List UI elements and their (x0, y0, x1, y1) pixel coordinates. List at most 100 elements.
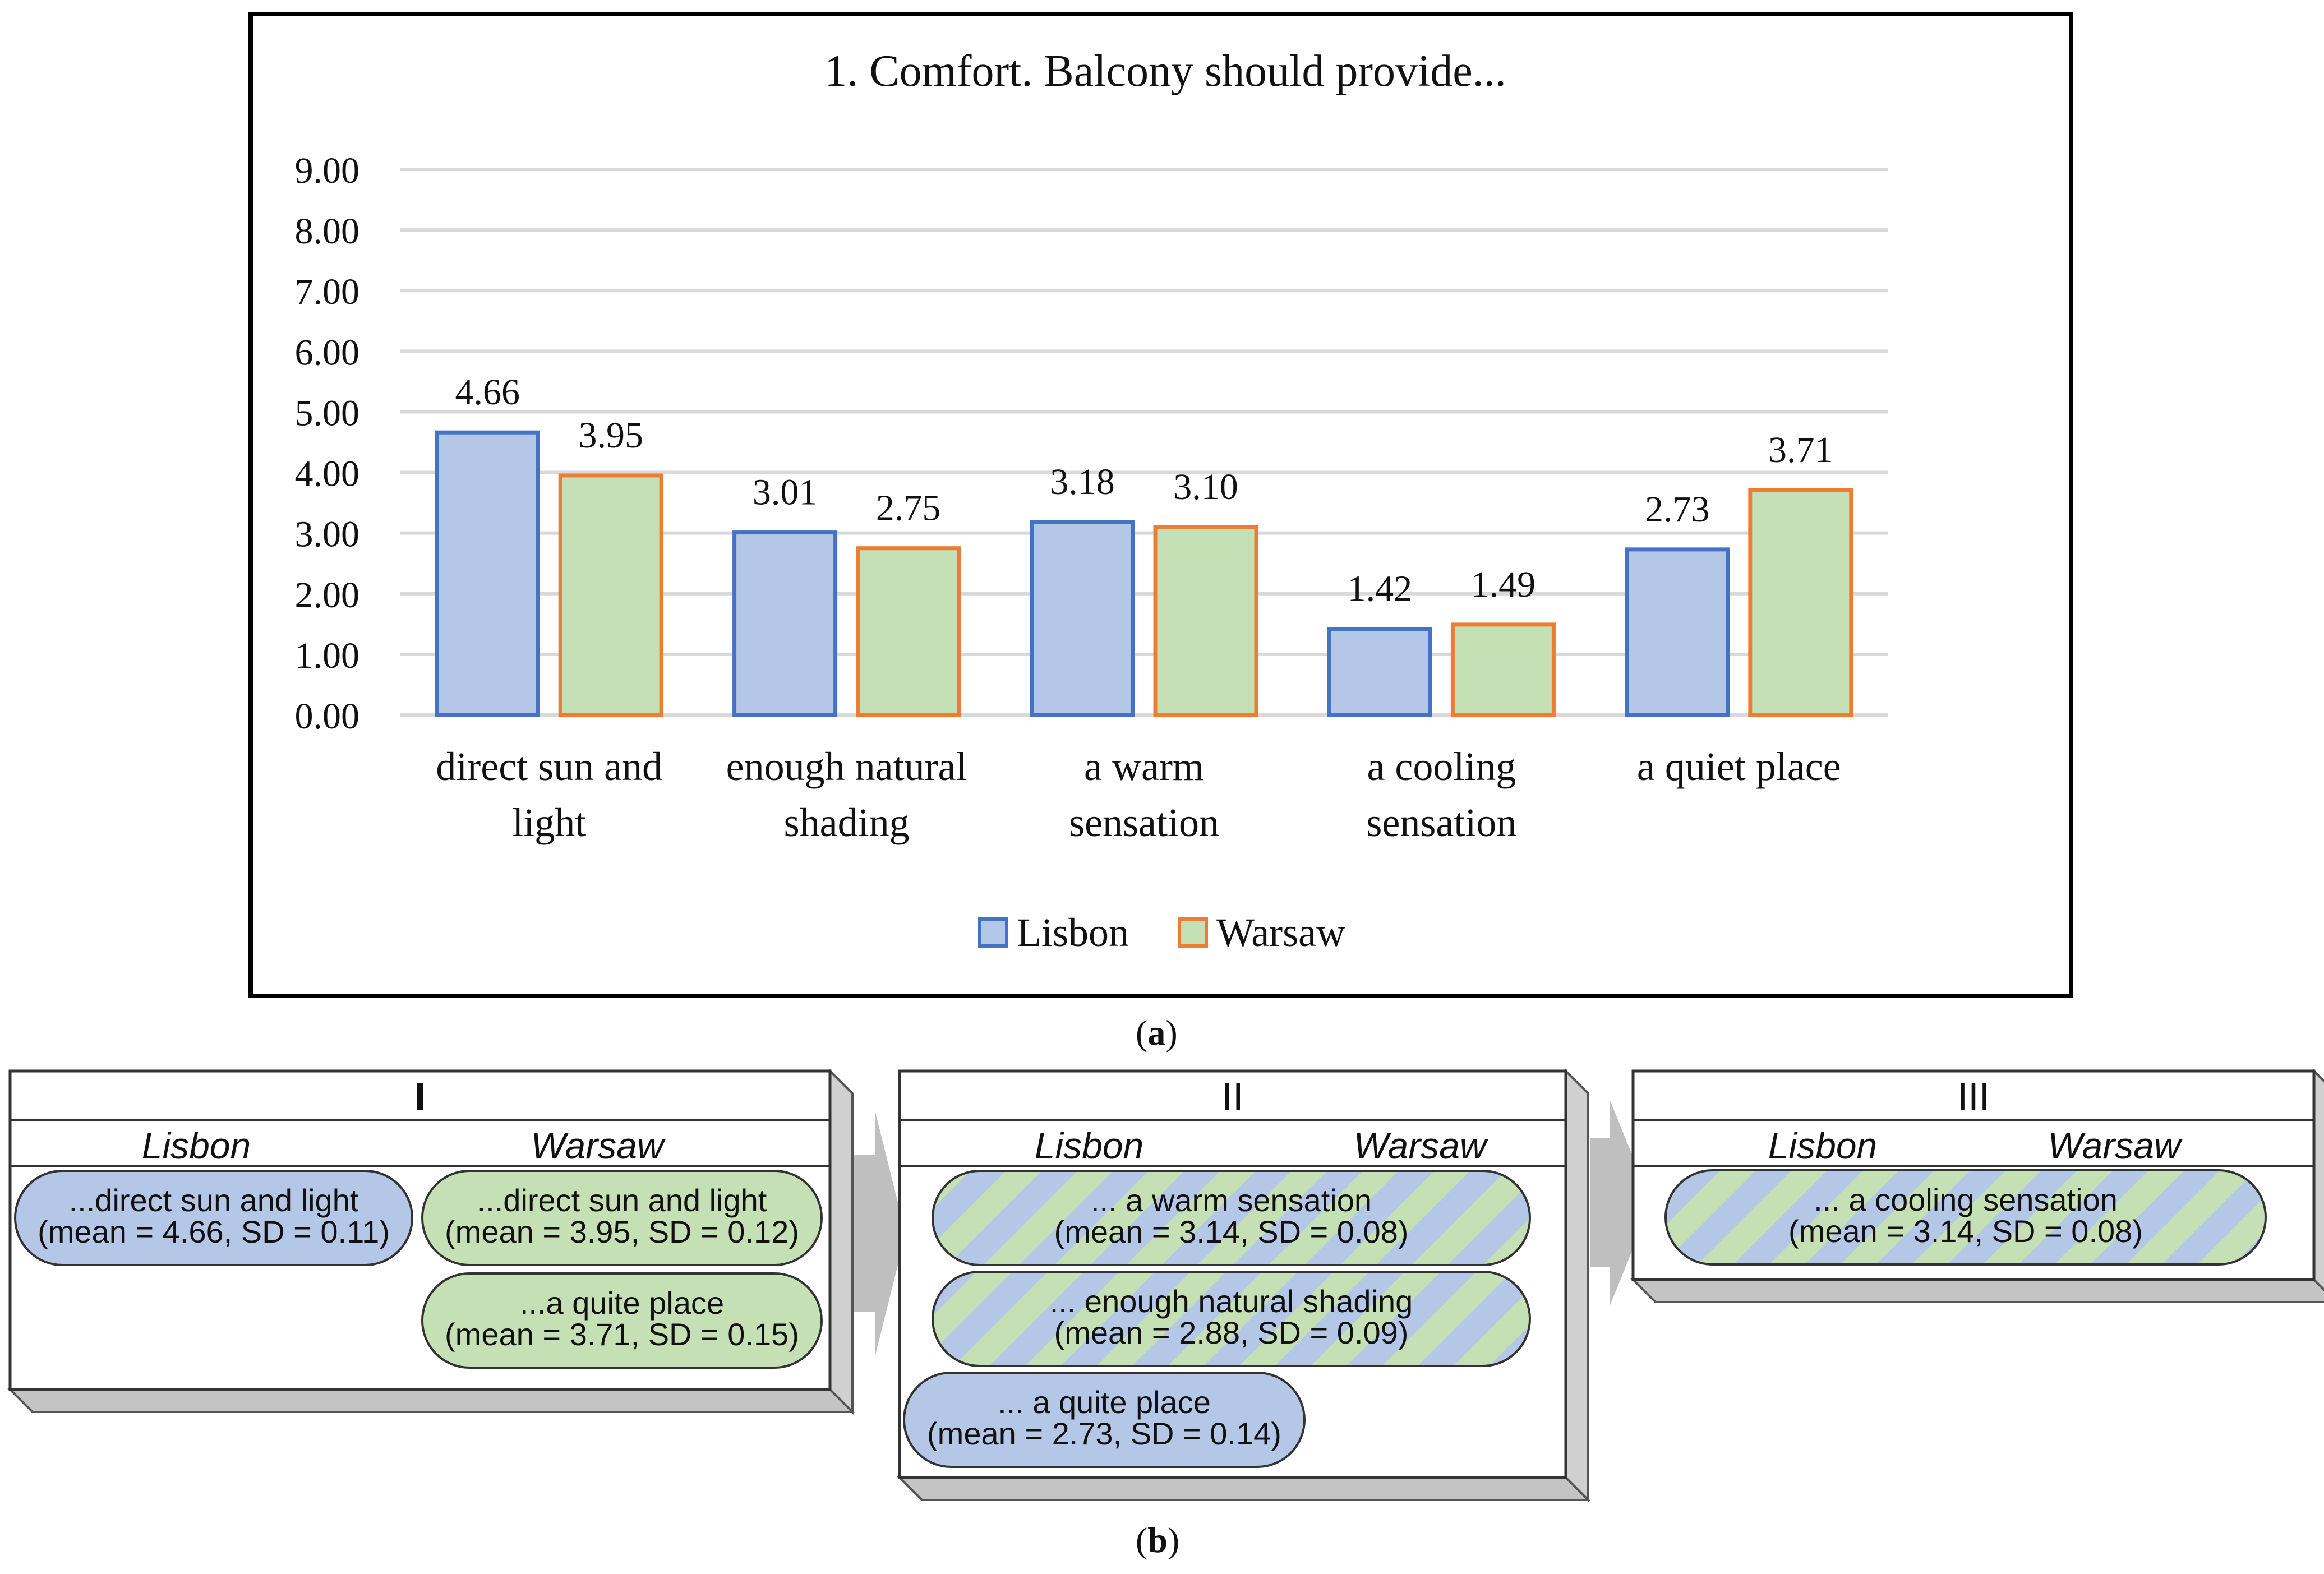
caption-close-paren: ) (1167, 1520, 1180, 1560)
pill-shape (903, 1372, 1306, 1468)
legend-label: Lisbon (1017, 910, 1129, 955)
bar-warsaw (1748, 488, 1853, 717)
box-bottom (7, 1388, 855, 1413)
x-category-label: a warm (1084, 744, 1204, 789)
caption-close-paren: ) (1165, 1013, 1178, 1053)
y-axis-tick-labels: 0.00 1.00 2.00 3.00 4.00 5.00 6.00 7.00 8.00 9.00 (295, 150, 360, 737)
box-title: III (1957, 1075, 1990, 1119)
y-tick-label: 8.00 (295, 211, 360, 252)
bar-warsaw (1450, 622, 1556, 717)
pill-stats: (mean = 4.66, SD = 0.11) (38, 1214, 390, 1249)
box-side (2313, 1068, 2324, 1291)
x-category-label: a cooling (1367, 744, 1516, 789)
chart-title: 1. Comfort. Balcony should provide... (824, 47, 1506, 96)
bar-lisbon (1625, 547, 1730, 717)
box-side (829, 1068, 854, 1415)
y-tick-label: 2.00 (295, 575, 360, 616)
pill-stats: (mean = 3.95, SD = 0.12) (445, 1214, 799, 1249)
column-label-warsaw: Warsaw (2048, 1125, 2183, 1166)
result-pill-lisbon: ... a quite place(mean = 2.73, SD = 0.14… (903, 1372, 1306, 1468)
caption-open-paren: ( (1136, 1013, 1148, 1053)
panel-b-caption: (b) (1136, 1520, 1179, 1561)
pill-shape (932, 1271, 1531, 1367)
caption-open-paren: ( (1136, 1520, 1148, 1560)
x-category-label: sensation (1069, 800, 1219, 845)
x-category-label: enough natural (726, 744, 967, 789)
result-pill-lisbon: ...direct sun and light(mean = 4.66, SD … (14, 1170, 413, 1266)
arrow-right-icon (1590, 1099, 1652, 1307)
pill-stats: (mean = 2.73, SD = 0.14) (927, 1416, 1281, 1451)
data-label: 3.95 (578, 415, 643, 456)
caption-letter: a (1147, 1013, 1166, 1053)
pill-label: ...direct sun and light (69, 1183, 359, 1218)
bar-lisbon (732, 530, 838, 717)
x-axis-category-labels: direct sun and light enough natural shading… (436, 744, 1841, 845)
pill-label: ...direct sun and light (477, 1183, 767, 1218)
pill-stats: (mean = 3.14, SD = 0.08) (1788, 1213, 2143, 1249)
x-category-label: direct sun and (436, 744, 662, 789)
legend-swatch (978, 917, 1008, 948)
box-bottom (897, 1476, 1591, 1501)
pill-shape (421, 1272, 823, 1369)
bar-warsaw (856, 546, 961, 717)
y-tick-label: 4.00 (295, 454, 360, 495)
legend: Lisbon Warsaw (978, 910, 1345, 955)
x-category-label: a quiet place (1637, 744, 1841, 789)
data-label: 3.10 (1173, 467, 1238, 507)
data-label: 3.01 (753, 472, 818, 513)
chart-frame: 1. Comfort. Balcony should provide... 0.… (248, 12, 2073, 998)
column-label-warsaw: Warsaw (1353, 1125, 1488, 1166)
column-label-lisbon: Lisbon (1035, 1125, 1144, 1166)
column-label-warsaw: Warsaw (531, 1125, 666, 1166)
column-label-lisbon: Lisbon (1768, 1125, 1878, 1166)
arrow-right-icon (852, 1110, 906, 1357)
x-category-label: light (512, 800, 586, 845)
box-title: I (414, 1075, 425, 1119)
bar-warsaw (558, 473, 663, 717)
legend-swatch (1178, 917, 1208, 948)
data-label: 4.66 (455, 372, 520, 413)
y-tick-label: 6.00 (295, 332, 360, 373)
y-tick-label: 1.00 (295, 635, 360, 676)
y-tick-label: 5.00 (295, 393, 360, 433)
result-pill-warsaw: ...direct sun and light(mean = 3.95, SD … (421, 1170, 823, 1266)
result-pill-both: ... enough natural shading(mean = 2.88, … (932, 1271, 1531, 1367)
result-pill-both: ... a cooling sensation(mean = 3.14, SD … (1664, 1169, 2267, 1266)
bar-warsaw (1153, 525, 1258, 717)
result-pill-both: ... a warm sensation(mean = 3.14, SD = 0… (932, 1170, 1531, 1266)
data-label: 2.73 (1645, 489, 1710, 530)
x-category-label: shading (784, 800, 910, 845)
data-label: 2.75 (876, 488, 941, 529)
y-tick-label: 0.00 (295, 696, 360, 737)
bar-lisbon (1327, 626, 1432, 717)
data-label: 3.18 (1050, 461, 1115, 502)
pill-shape (1664, 1169, 2267, 1266)
pill-label: ... a warm sensation (1091, 1183, 1372, 1218)
pill-label: ... enough natural shading (1050, 1284, 1413, 1319)
data-label: 1.42 (1348, 568, 1413, 609)
data-labels: 4.66 3.95 3.01 2.75 3.18 3.10 1.42 1.49 2.73 3.71 (455, 372, 1833, 609)
box-side (1565, 1068, 1589, 1503)
pill-label: ... a cooling sensation (1814, 1182, 2118, 1217)
column-label-lisbon: Lisbon (142, 1125, 251, 1166)
pill-stats: (mean = 2.88, SD = 0.09) (1054, 1315, 1409, 1350)
x-category-label: sensation (1366, 800, 1516, 845)
bars (435, 430, 1853, 717)
pill-shape (932, 1170, 1531, 1266)
pill-stats: (mean = 3.14, SD = 0.08) (1054, 1214, 1409, 1249)
data-label: 1.49 (1471, 564, 1536, 605)
bar-chart: 1. Comfort. Balcony should provide... 0.… (295, 47, 1888, 955)
legend-label: Warsaw (1216, 910, 1345, 955)
bar-lisbon (435, 430, 540, 717)
data-label: 3.71 (1768, 430, 1833, 470)
box-title: II (1222, 1075, 1244, 1119)
pill-shape (14, 1170, 413, 1266)
pill-label: ... a quite place (998, 1384, 1211, 1420)
y-tick-label: 9.00 (295, 150, 360, 191)
y-tick-label: 7.00 (295, 271, 360, 312)
y-tick-label: 3.00 (295, 514, 360, 555)
